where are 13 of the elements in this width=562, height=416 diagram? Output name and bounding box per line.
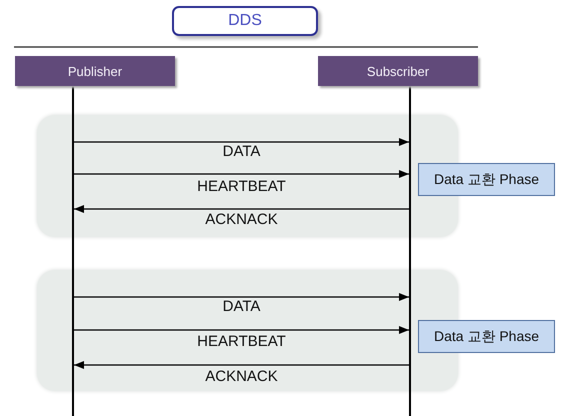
phase-label-box: Data 교환 Phase [418,320,555,353]
participant-box: Subscriber [318,56,478,86]
message-arrow [74,361,409,369]
lifeline [72,86,74,416]
message-arrow [74,170,409,178]
title-box: DDS [172,6,318,36]
lifeline [409,86,411,416]
message-arrow [74,205,409,213]
participant-box: Publisher [15,56,175,86]
message-arrow [74,293,409,301]
phase-label-box: Data 교환 Phase [418,163,555,196]
message-arrow [74,326,409,334]
message-arrow [74,138,409,146]
